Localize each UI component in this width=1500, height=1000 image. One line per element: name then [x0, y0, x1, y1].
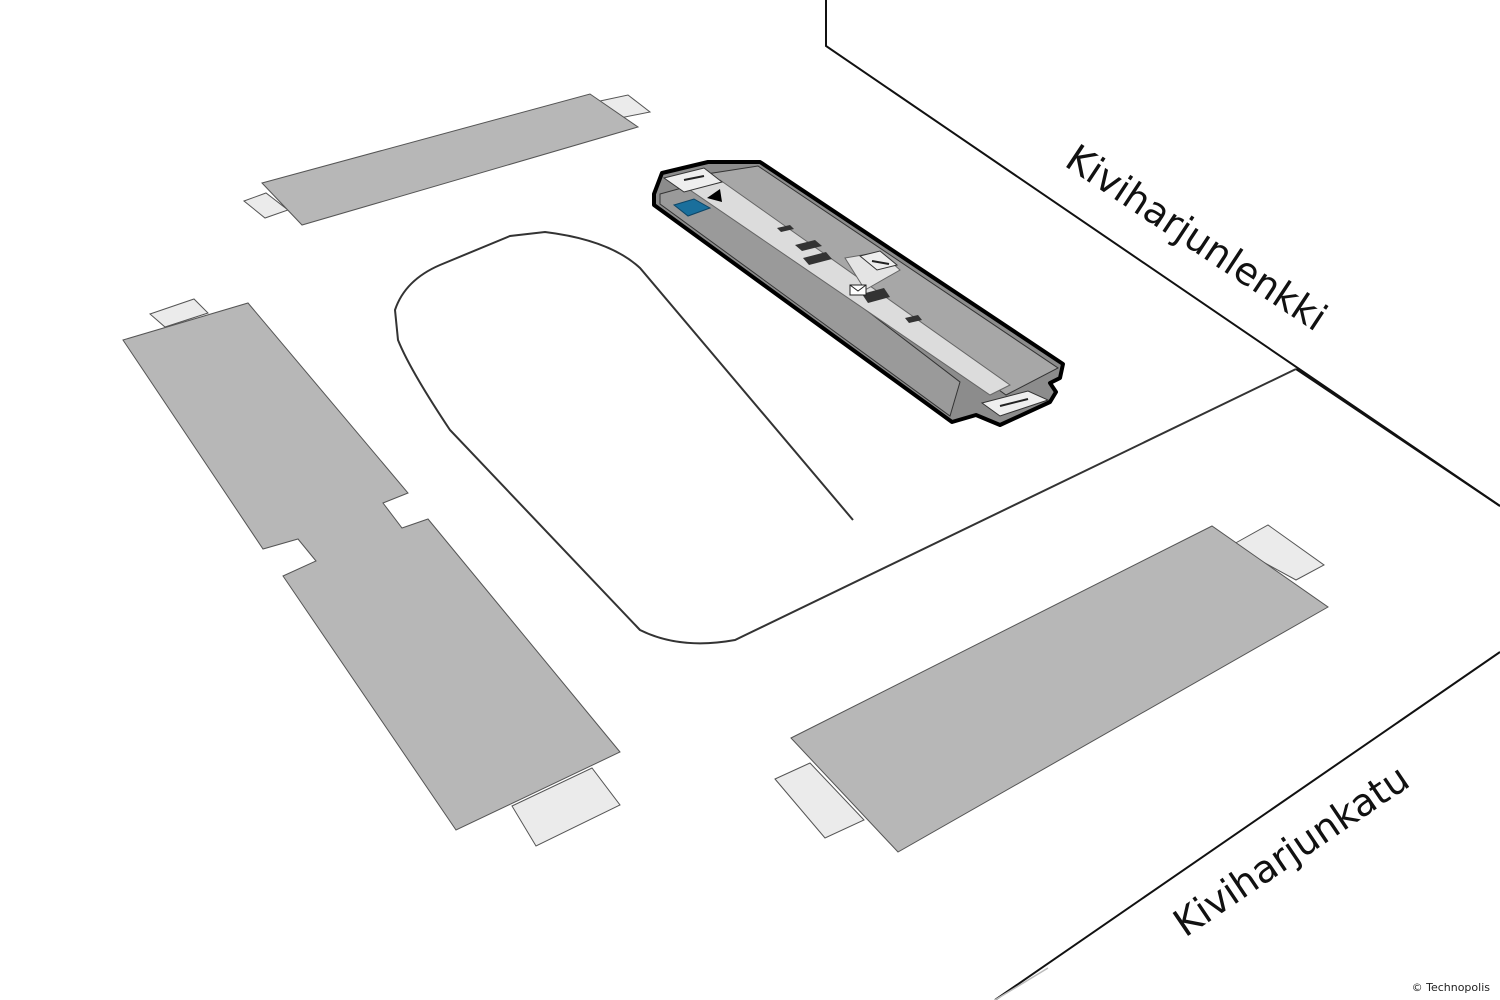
road-junction-line: [1295, 368, 1500, 507]
you-are-here-marker-icon: [707, 189, 722, 202]
selected-space[interactable]: [672, 198, 712, 217]
envelope-icon: [849, 284, 867, 296]
building-north-west[interactable]: [242, 93, 652, 226]
stair-mark: [871, 260, 890, 265]
service-room: [795, 240, 822, 251]
entrance-annex: [149, 298, 209, 328]
stair-mark: [683, 175, 705, 181]
entrance-annex: [511, 767, 621, 847]
street-label-kiviharjunkatu: Kiviharjunkatu: [1165, 756, 1417, 946]
service-room: [905, 315, 922, 323]
service-room: [777, 225, 794, 232]
building-footprint: [790, 525, 1329, 853]
entrance-annex: [774, 762, 865, 839]
building-south-east[interactable]: [774, 524, 1329, 853]
street-label-kiviharjunlenkki: Kiviharjunlenkki: [1058, 136, 1335, 340]
entrance-annex: [1230, 524, 1325, 581]
service-room: [803, 252, 832, 265]
parking-loop-road: [393, 230, 1297, 645]
stair-annex-south: [980, 390, 1050, 417]
building-highlighted[interactable]: [652, 160, 1065, 427]
building-west[interactable]: [122, 298, 621, 847]
stair-mark: [999, 398, 1029, 407]
road-lines: [393, 0, 1500, 1000]
kiviharjunkatu-road-edge-faint: [994, 967, 1049, 1000]
kiviharjunlenkki-road-edge: [825, 0, 1500, 507]
kiviharjunkatu-road-edge: [994, 651, 1500, 1000]
building-footprint: [122, 302, 621, 831]
building-footprint: [261, 93, 640, 226]
copyright-notice: © Technopolis: [1411, 981, 1490, 994]
stair-annex-middle: [858, 250, 899, 271]
stair-annex-north: [662, 167, 724, 193]
service-room: [862, 288, 890, 303]
